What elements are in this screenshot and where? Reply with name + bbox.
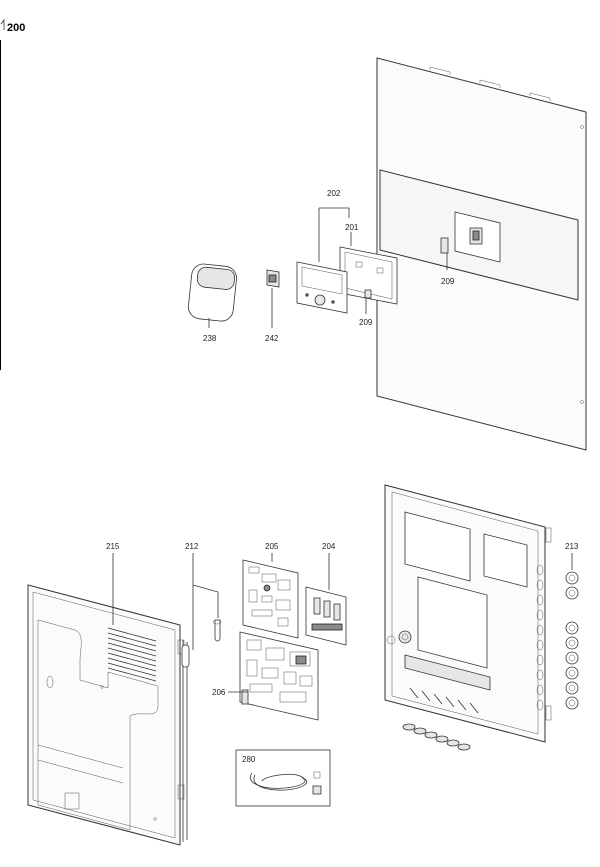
leader-lines-top bbox=[208, 207, 448, 328]
callout-209-frame: 209 bbox=[359, 318, 373, 327]
panel-clip bbox=[440, 237, 449, 254]
pcb-204 bbox=[305, 586, 347, 646]
frame-clip bbox=[364, 289, 372, 299]
front-cover-215 bbox=[27, 584, 185, 846]
callout-209-panel: 209 bbox=[441, 277, 455, 286]
callouts-bottom: 215 212 205 204 213 206 280 bbox=[106, 542, 579, 764]
callout-202: 202 bbox=[327, 189, 341, 198]
callout-212: 212 bbox=[185, 542, 199, 551]
figure-header: 200 bbox=[0, 18, 25, 370]
callout-201: 201 bbox=[345, 223, 359, 232]
callout-204: 204 bbox=[322, 542, 336, 551]
leader-lines-bottom bbox=[112, 553, 573, 693]
controller-display bbox=[296, 261, 348, 314]
sensor-cover-238 bbox=[187, 263, 237, 322]
cable-kit-280 bbox=[235, 749, 331, 807]
gasket-212 bbox=[181, 619, 222, 842]
pcb-205 bbox=[242, 559, 299, 639]
grommet-row bbox=[402, 723, 471, 751]
callout-206: 206 bbox=[212, 688, 226, 697]
module-242 bbox=[266, 269, 280, 288]
callouts-top: 202 201 209 209 238 242 bbox=[203, 189, 455, 343]
figure-number: 200 bbox=[7, 22, 25, 34]
callout-280: 280 bbox=[242, 755, 256, 764]
callout-215: 215 bbox=[106, 542, 120, 551]
callout-205: 205 bbox=[265, 542, 279, 551]
wall-panel bbox=[376, 57, 587, 451]
pcb-206 bbox=[239, 631, 319, 721]
callout-213: 213 bbox=[565, 542, 579, 551]
callout-242: 242 bbox=[265, 334, 279, 343]
grommets-213 bbox=[565, 571, 579, 710]
cover-louvres bbox=[107, 627, 157, 682]
base-housing bbox=[384, 484, 552, 743]
callout-238: 238 bbox=[203, 334, 217, 343]
